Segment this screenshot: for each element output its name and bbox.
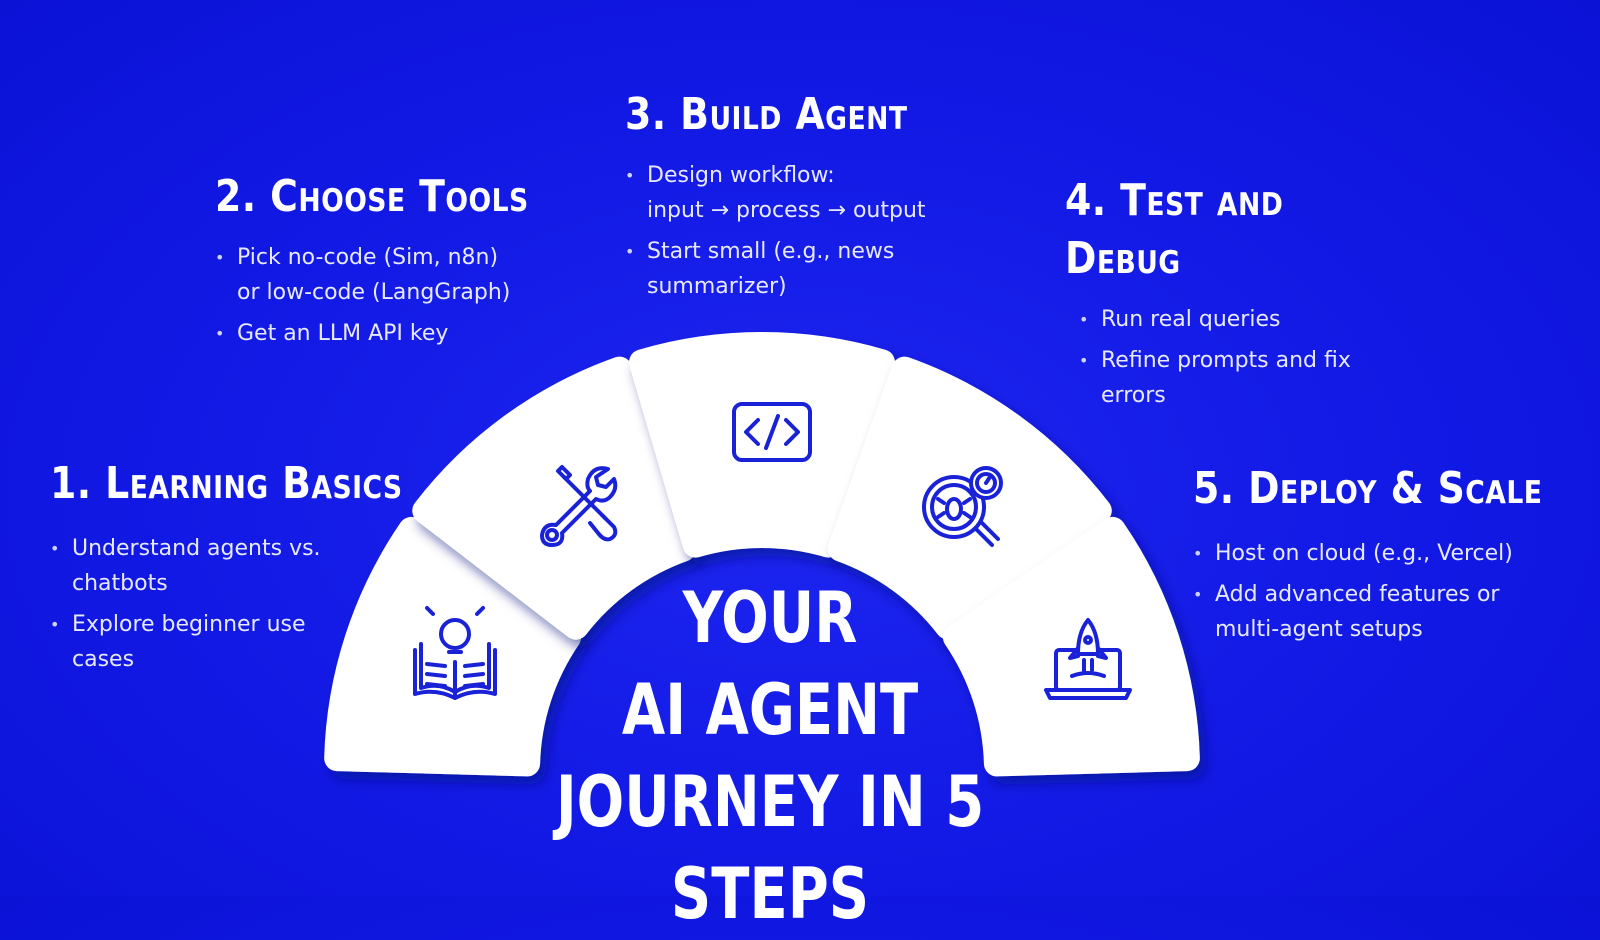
infographic: 1. Learning Basics Understand agents vs.… — [0, 0, 1600, 896]
step-title: 2. Choose Tools — [215, 171, 529, 222]
wrench-screwdriver-icon — [540, 465, 618, 547]
step-bullets: Pick no-code (Sim, n8n) or low-code (Lan… — [215, 240, 595, 351]
bullet-item: Design workflow: input → process → outpu… — [625, 158, 1005, 228]
arc-diagram — [324, 332, 1200, 777]
step-build-agent: 3. Build Agent Design workflow: input → … — [625, 86, 1005, 310]
bullet-item: Run real queries — [1079, 302, 1425, 337]
lightbulb-book-icon — [413, 606, 497, 700]
arc-segment-step-3 — [629, 332, 895, 558]
step-bullets: Host on cloud (e.g., Vercel) Add advance… — [1193, 536, 1593, 647]
step-bullets: Understand agents vs. chatbots Explore b… — [50, 531, 410, 677]
bullet-item: Start small (e.g., news summarizer) — [625, 234, 1005, 304]
code-icon — [732, 402, 812, 462]
step-deploy-and-scale: 5. Deploy & Scale Host on cloud (e.g., V… — [1193, 460, 1593, 653]
step-learning-basics: 1. Learning Basics Understand agents vs.… — [50, 455, 410, 683]
step-title: 5. Deploy & Scale — [1193, 463, 1543, 514]
step-title: 1. Learning Basics — [50, 458, 403, 509]
bullet-item: Pick no-code (Sim, n8n) or low-code (Lan… — [215, 240, 595, 310]
bullet-item: Get an LLM API key — [215, 316, 595, 351]
rocket-laptop-icon — [1044, 618, 1132, 700]
step-test-and-debug: 4. Test and Debug Run real queries Refin… — [1065, 172, 1425, 419]
step-bullets: Run real queries Refine prompts and fix … — [1079, 302, 1425, 413]
bullet-item: Host on cloud (e.g., Vercel) — [1193, 536, 1593, 571]
bullet-item: Understand agents vs. chatbots — [50, 531, 410, 601]
bullet-item: Explore beginner use cases — [50, 607, 410, 677]
arc-segment-step-5 — [942, 516, 1200, 777]
step-bullets: Design workflow: input → process → outpu… — [625, 158, 1005, 304]
bug-magnifier-icon — [922, 466, 1003, 547]
center-title: YOUR AI AGENT JOURNEY IN 5 STEPS — [555, 577, 985, 935]
bullet-item: Add advanced features or multi-agent set… — [1193, 577, 1593, 647]
step-title: 4. Test and Debug — [1065, 175, 1284, 284]
step-title: 3. Build Agent — [625, 89, 908, 140]
bullet-item: Refine prompts and fix errors — [1079, 343, 1425, 413]
step-choose-tools: 2. Choose Tools Pick no-code (Sim, n8n) … — [215, 168, 595, 357]
arc-segment-step-2 — [412, 356, 697, 640]
